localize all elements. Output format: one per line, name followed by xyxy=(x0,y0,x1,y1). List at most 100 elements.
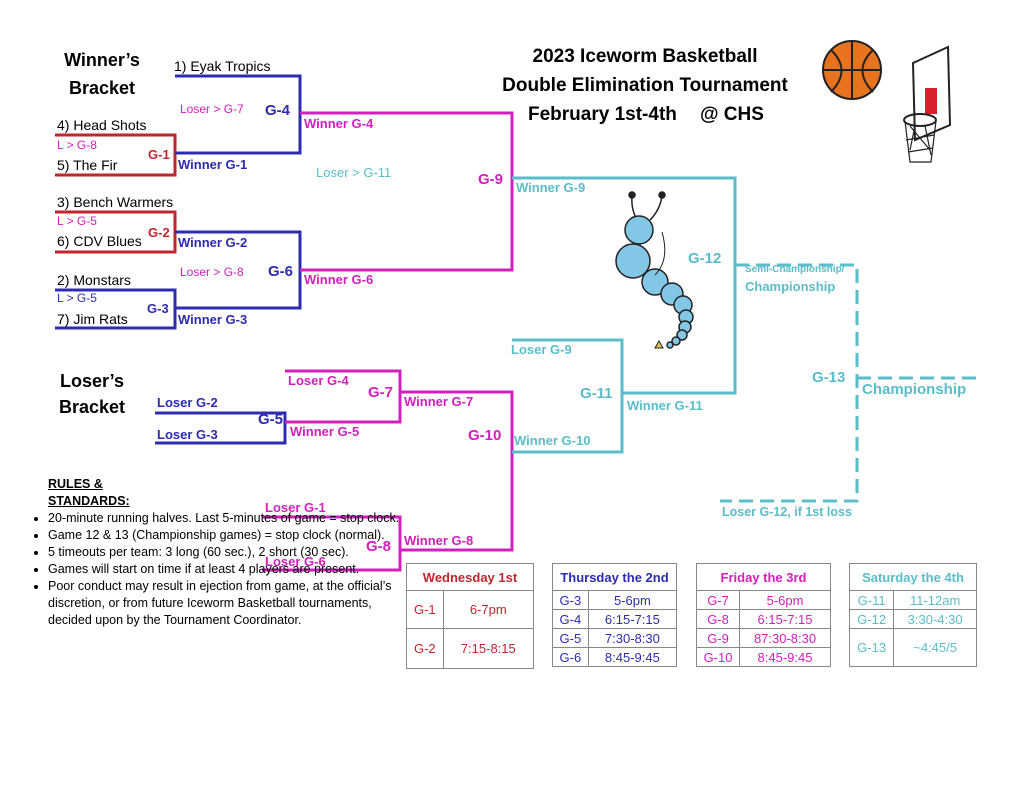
rule-item: Poor conduct may result in ejection from… xyxy=(48,578,404,629)
schedule-game: G-12 xyxy=(848,609,895,629)
game-g6: G-6 xyxy=(268,263,294,280)
schedule-heading: Friday the 3rd xyxy=(696,563,831,591)
bracket-line-g9 xyxy=(300,111,514,272)
team-head-shots: 4) Head Shots xyxy=(57,117,147,133)
schedule-game: G-2 xyxy=(406,628,444,669)
game-g4: G-4 xyxy=(265,102,291,119)
schedule-time: 5-6pm xyxy=(587,590,678,610)
label-championship: Championship xyxy=(862,381,967,398)
bracket-line-g10 xyxy=(400,390,514,552)
schedule-game: G-9 xyxy=(695,628,741,648)
schedule-game: G-6 xyxy=(552,647,589,667)
bracket-line-g8 xyxy=(262,515,402,572)
schedule-heading: Wednesday 1st xyxy=(406,563,534,591)
schedule-game: G-7 xyxy=(695,590,741,610)
rules-section: RULES & STANDARDS: 20-minute running hal… xyxy=(34,476,404,629)
schedule-time: 87:30-8:30 xyxy=(739,628,831,648)
label-winner-g7: Winner G-7 xyxy=(404,394,474,409)
label-winner-g2: Winner G-2 xyxy=(178,235,248,250)
schedule-time: 6-7pm xyxy=(442,590,535,629)
label-semi-championship: Semi-Championship/ xyxy=(745,264,845,275)
schedule-time: 3:30-4:30 xyxy=(893,609,977,629)
label-loser-g9: Loser G-9 xyxy=(511,342,572,357)
label-loser-g11: Loser > G-11 xyxy=(316,165,392,180)
schedule-time: 8:45-9:45 xyxy=(739,647,831,667)
schedule-game: G-4 xyxy=(552,609,589,629)
game-g3: G-3 xyxy=(147,301,169,316)
game-g2: G-2 xyxy=(148,225,170,240)
label-l-g8: L > G-8 xyxy=(57,138,97,152)
title-venue: @ CHS xyxy=(700,104,764,125)
schedule-game: G-3 xyxy=(552,590,589,610)
basketball-hoop-icon xyxy=(903,45,952,163)
label-loser-g4: Loser G-4 xyxy=(288,373,349,388)
team-jim-rats: 7) Jim Rats xyxy=(57,311,128,327)
team-eyak-tropics: 1) Eyak Tropics xyxy=(174,58,271,74)
rule-item: Game 12 & 13 (Championship games) = stop… xyxy=(48,527,404,544)
label-winner-g5: Winner G-5 xyxy=(290,424,360,439)
rules-heading-1: RULES & xyxy=(48,477,103,491)
bracket-line-g7 xyxy=(285,369,402,424)
game-g1: G-1 xyxy=(148,147,170,162)
game-g7: G-7 xyxy=(368,384,394,401)
bracket-line-g12 xyxy=(512,176,737,395)
label-loser-g3: Loser G-3 xyxy=(157,427,218,442)
rule-item: 20-minute running halves. Last 5-minutes… xyxy=(48,510,404,527)
rule-item: 5 timeouts per team: 3 long (60 sec.), 2… xyxy=(48,544,404,561)
label-loser-g12: Loser G-12, if 1st loss xyxy=(722,505,852,519)
schedule-time: 6:15-7:15 xyxy=(739,609,831,629)
bracket-line-g13-top xyxy=(720,263,859,503)
schedule-time: 6:15-7:15 xyxy=(587,609,678,629)
label-winner-g1: Winner G-1 xyxy=(178,157,248,172)
schedule-game: G-8 xyxy=(695,609,741,629)
schedule-game: G-10 xyxy=(695,647,741,667)
label-l-g5-a: L > G-5 xyxy=(57,214,97,228)
team-monstars: 2) Monstars xyxy=(57,272,131,288)
label-winner-g9: Winner G-9 xyxy=(516,180,586,195)
schedule-game: G-11 xyxy=(848,590,895,610)
game-g9: G-9 xyxy=(478,171,504,188)
schedule-time: 7:15-8:15 xyxy=(442,628,535,669)
label-l-g5-b: L > G-5 xyxy=(57,291,97,305)
game-g11: G-11 xyxy=(580,385,613,402)
team-bench-warmers: 3) Bench Warmers xyxy=(57,194,174,210)
schedule-game: G-13 xyxy=(848,628,895,667)
label-semi-championship-2: Championship xyxy=(745,279,836,294)
bracket-line-g11 xyxy=(512,338,624,454)
label-loser-g7: Loser > G-7 xyxy=(180,102,244,116)
title-line-2: Double Elimination Tournament xyxy=(502,75,788,96)
label-loser-g6: Loser G-6 xyxy=(265,554,326,569)
game-g8: G-8 xyxy=(366,538,392,555)
game-g5: G-5 xyxy=(258,411,284,428)
label-winner-g8: Winner G-8 xyxy=(404,533,474,548)
rule-item: Games will start on time if at least 4 p… xyxy=(48,561,404,578)
losers-heading-2: Bracket xyxy=(58,397,126,417)
schedule-time: ~4:45/5 xyxy=(893,628,977,667)
label-winner-g11: Winner G-11 xyxy=(627,398,703,413)
losers-heading-1: Loser’s xyxy=(59,371,125,391)
schedule-heading: Thursday the 2nd xyxy=(552,563,677,591)
game-g10: G-10 xyxy=(468,427,502,444)
basketball-icon xyxy=(822,40,882,100)
rules-list: 20-minute running halves. Last 5-minutes… xyxy=(34,510,404,629)
winners-heading-2: Bracket xyxy=(68,78,136,98)
title-line-1: 2023 Iceworm Basketball xyxy=(532,46,758,67)
schedule-game: G-1 xyxy=(406,590,444,629)
iceworm-icon xyxy=(615,191,694,349)
bracket-line-g1 xyxy=(55,133,177,177)
schedule-time: 7:30-8:30 xyxy=(587,628,678,648)
bracket-line-g5 xyxy=(155,411,287,445)
game-g13: G-13 xyxy=(812,369,846,386)
schedule-heading: Saturday the 4th xyxy=(849,563,977,591)
schedule-game: G-5 xyxy=(552,628,589,648)
label-loser-g2: Loser G-2 xyxy=(157,395,218,410)
label-winner-g4: Winner G-4 xyxy=(304,116,374,131)
winners-heading-1: Winner’s xyxy=(64,50,140,70)
team-the-fir: 5) The Fir xyxy=(57,157,118,173)
game-g12: G-12 xyxy=(688,250,722,267)
label-loser-g8: Loser > G-8 xyxy=(180,265,244,279)
